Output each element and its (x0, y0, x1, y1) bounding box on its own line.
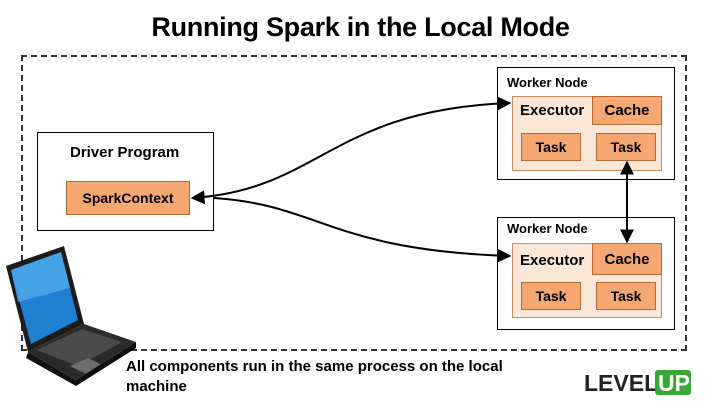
logo-level-text: LEVEL (584, 370, 658, 396)
worker-node-label-2: Worker Node (507, 221, 588, 236)
driver-to-worker1-arrow (190, 96, 512, 205)
logo-up-text: UP (658, 370, 690, 396)
task-box: Task (521, 282, 581, 310)
driver-to-worker2-arrow (213, 197, 512, 263)
caption-text: All components run in the same process o… (126, 358, 503, 395)
worker-node-label-1: Worker Node (507, 75, 588, 90)
page-title: Running Spark in the Local Mode (151, 12, 570, 42)
executor-label-2: Executor (520, 252, 585, 269)
local-machine-boundary (21, 55, 687, 351)
driver-program-label: Driver Program (70, 144, 180, 161)
laptop-icon (6, 246, 136, 386)
level-up-logo: LEVEL UP (584, 370, 691, 396)
cache-box-2: Cache (592, 243, 662, 275)
task-box: Task (521, 133, 581, 161)
cache-box-1: Cache (592, 96, 662, 125)
task-box: Task (596, 133, 656, 161)
executor-label-1: Executor (520, 102, 585, 119)
sparkcontext-box: SparkContext (66, 181, 190, 215)
task-box: Task (596, 282, 656, 310)
